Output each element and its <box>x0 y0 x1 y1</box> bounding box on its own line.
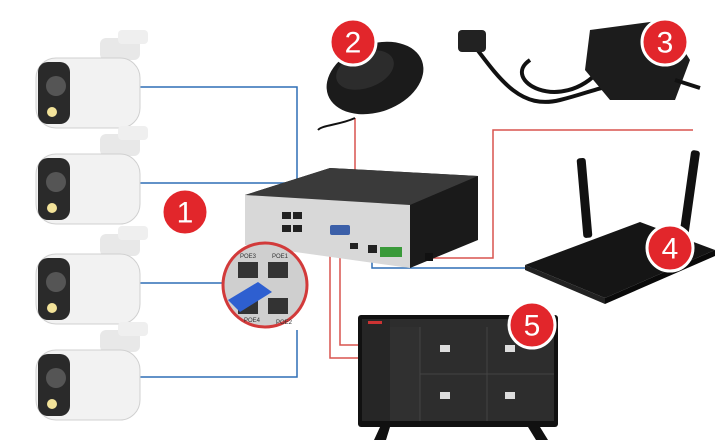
badge-1-label: 1 <box>177 197 194 230</box>
badge-1: 1 <box>160 187 210 237</box>
vga-port <box>330 225 350 235</box>
poe-port-closeup: POE3 POE1 POE4 POE2 <box>221 241 309 329</box>
hdmi-cable <box>329 240 360 359</box>
camera-1 <box>35 30 148 129</box>
camera-4-cable <box>135 330 298 378</box>
camera-4 <box>35 322 148 421</box>
badge-2: 2 <box>328 17 378 67</box>
badge-4-label: 4 <box>662 233 679 266</box>
camera-2 <box>35 126 148 225</box>
badge-5-label: 5 <box>524 310 541 343</box>
badge-4: 4 <box>645 223 695 273</box>
power-cable <box>428 129 693 259</box>
port-label-poe1: POE1 <box>272 254 289 260</box>
port-label-poe4: POE4 <box>244 318 261 324</box>
alarm-terminal <box>380 247 402 257</box>
camera-1-cable <box>135 86 298 215</box>
poe-ports <box>282 212 302 232</box>
port-label-poe2: POE2 <box>276 320 293 326</box>
camera-3 <box>35 226 148 325</box>
vga-cable <box>339 235 360 346</box>
router <box>525 150 715 304</box>
monitor-device-tree <box>390 327 420 421</box>
port-label-poe3: POE3 <box>240 254 257 260</box>
badge-3-label: 3 <box>657 27 674 60</box>
badge-3: 3 <box>640 17 690 67</box>
lan-port <box>368 245 377 253</box>
monitor-sidebar <box>362 319 390 421</box>
cameras <box>35 30 148 421</box>
badge-2-label: 2 <box>345 27 362 60</box>
usb-port <box>350 243 358 249</box>
badge-5: 5 <box>507 300 557 350</box>
power-port <box>425 253 433 261</box>
